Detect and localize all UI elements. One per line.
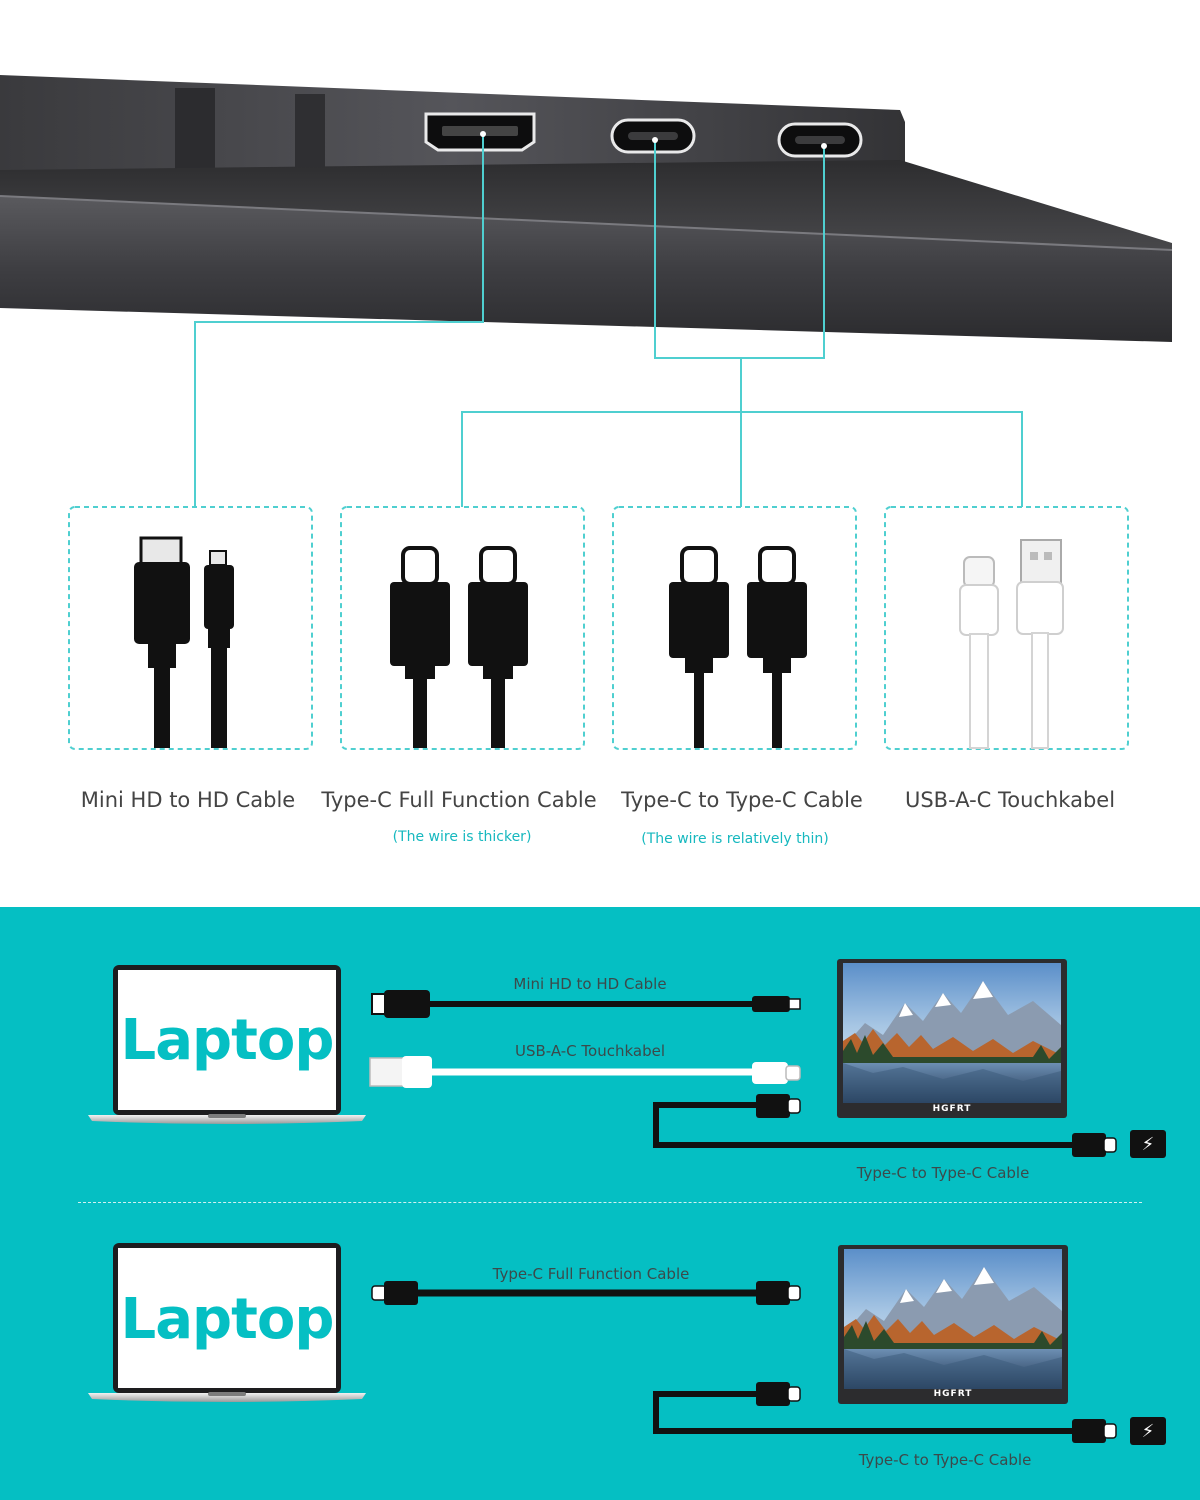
portable-monitor-illustration bbox=[838, 1245, 1068, 1404]
power-cable-type-c bbox=[653, 1094, 1117, 1157]
cable-label-power: Type-C to Type-C Cable bbox=[856, 1164, 1030, 1182]
type-c-full-function-cable bbox=[371, 1281, 801, 1305]
setup-divider bbox=[78, 1202, 1142, 1203]
usb-a-c-cable bbox=[369, 1056, 801, 1088]
power-cable-type-c bbox=[653, 1382, 1117, 1443]
cable-box-mini-hd bbox=[68, 506, 313, 750]
monitor-brand-logo: HGFRT bbox=[933, 1389, 973, 1399]
usb-c-white-cable-icon bbox=[959, 556, 999, 749]
usb-c-port-icon bbox=[777, 122, 863, 158]
type-c-cable-icon bbox=[669, 546, 729, 748]
cable-label-type-c-full: Type-C Full Function Cable bbox=[321, 788, 597, 812]
cable-label-mini-hd: Mini HD to HD Cable bbox=[80, 788, 296, 812]
cable-box-usb-a-c bbox=[884, 506, 1129, 750]
type-c-cable-icon bbox=[747, 546, 807, 748]
type-c-cable-icon bbox=[390, 546, 450, 748]
monitor-brand-logo: HGFRT bbox=[932, 1104, 972, 1114]
cable-label-type-c-thin: Type-C to Type-C Cable bbox=[621, 788, 863, 812]
mini-hd-to-hd-cable bbox=[371, 990, 801, 1018]
monitor-front-edge bbox=[0, 196, 1172, 342]
monitor-top-surface bbox=[0, 160, 1172, 258]
cable-label-usb-a-c: USB-A-C Touchkabel bbox=[514, 1042, 666, 1060]
laptop-illustration bbox=[88, 1243, 366, 1402]
cable-label-type-c-full: Type-C Full Function Cable bbox=[492, 1265, 690, 1283]
hdmi-cable-icon bbox=[134, 536, 190, 748]
type-c-cable-icon bbox=[468, 546, 528, 748]
lightning-icon: ⚡ bbox=[1141, 1134, 1155, 1154]
cable-label-power: Type-C to Type-C Cable bbox=[858, 1451, 1032, 1469]
cable-sub-type-c-full: (The wire is thicker) bbox=[392, 829, 532, 845]
laptop-label: Laptop bbox=[120, 1287, 335, 1352]
usb-c-port-icon bbox=[610, 118, 696, 154]
power-plug-icon: ⚡ bbox=[1130, 1130, 1166, 1158]
monitor-edge-illustration bbox=[0, 75, 1173, 750]
laptop-illustration bbox=[88, 965, 366, 1124]
hdmi-port-icon bbox=[424, 112, 536, 152]
power-plug-icon: ⚡ bbox=[1130, 1417, 1166, 1445]
laptop-label: Laptop bbox=[120, 1008, 335, 1073]
portable-monitor-illustration bbox=[837, 959, 1067, 1118]
usb-a-white-cable-icon bbox=[1016, 539, 1064, 749]
cable-label-mini-hd: Mini HD to HD Cable bbox=[513, 975, 667, 993]
micro-hdmi-cable-icon bbox=[204, 550, 234, 748]
lightning-icon: ⚡ bbox=[1141, 1421, 1155, 1441]
cable-sub-type-c-thin: (The wire is relatively thin) bbox=[641, 831, 829, 847]
cable-label-usb-a-c: USB-A-C Touchkabel bbox=[904, 788, 1116, 812]
